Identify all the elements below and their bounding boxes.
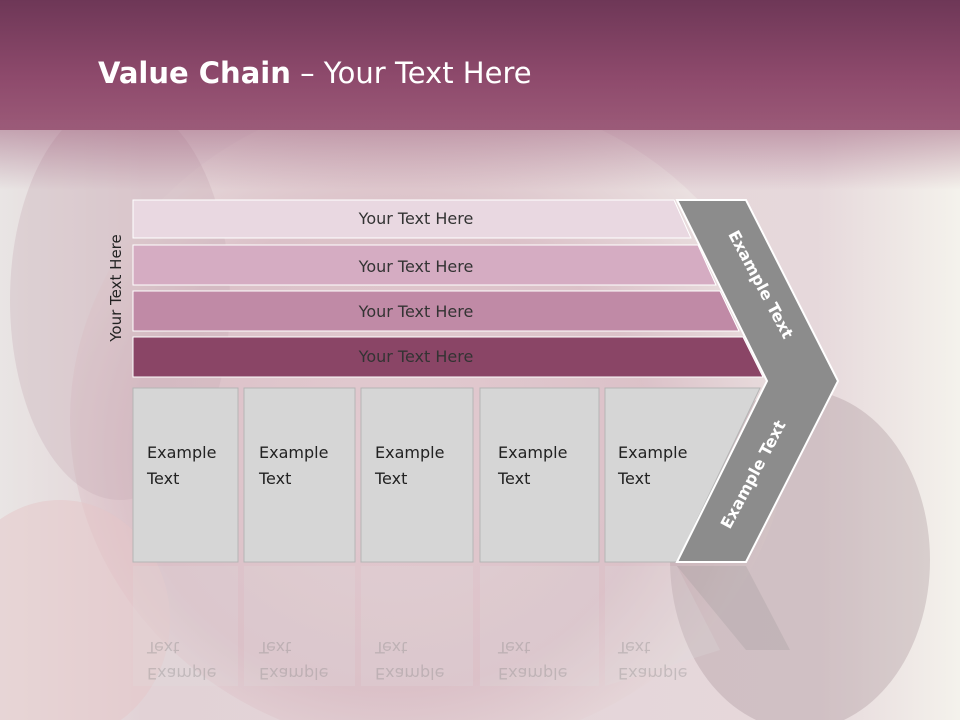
- slide-title: Value Chain – Your Text Here: [98, 56, 532, 90]
- box-4-text: Example Text: [498, 440, 567, 492]
- box-4-line1: Example: [498, 443, 568, 462]
- header-fade: [0, 120, 960, 190]
- band-2-label: Your Text Here: [358, 257, 474, 276]
- title-bold: Value Chain: [98, 56, 291, 90]
- box-5-reflection: Example Text: [618, 638, 688, 683]
- band-1: [132, 199, 692, 239]
- box-reflections: [133, 566, 720, 686]
- box-3: [360, 387, 474, 563]
- title-rest: – Your Text Here: [290, 56, 532, 90]
- box-2: [243, 387, 356, 563]
- chevron-reflection: [677, 566, 790, 650]
- box-2-line1: Example: [259, 443, 329, 462]
- band-2: [132, 244, 717, 286]
- band-1-label: Your Text Here: [358, 209, 474, 228]
- box-1-text: Example Text: [147, 440, 216, 492]
- chevron-shape: [675, 199, 840, 563]
- box-3-line1: Example: [375, 443, 445, 462]
- box-4: [479, 387, 600, 563]
- box-1-reflection: Example Text: [147, 638, 217, 683]
- band-4: [132, 336, 764, 378]
- box-1-line2: Text: [147, 469, 180, 488]
- box-5-line2: Text: [618, 469, 651, 488]
- box-2-line2: Text: [259, 469, 292, 488]
- box-2-text: Example Text: [259, 440, 328, 492]
- band-3-label: Your Text Here: [358, 302, 474, 321]
- box-1-line1: Example: [147, 443, 217, 462]
- box-3-line2: Text: [375, 469, 408, 488]
- support-bands: Your Text Here Your Text Here Your Text …: [132, 199, 764, 378]
- box-4-line2: Text: [498, 469, 531, 488]
- band-4-label: Your Text Here: [358, 347, 474, 366]
- box-4-reflection: Example Text: [498, 638, 568, 683]
- box-5-text: Example Text: [618, 440, 687, 492]
- box-5-line1: Example: [618, 443, 688, 462]
- box-3-text: Example Text: [375, 440, 444, 492]
- header-bar: [0, 0, 960, 130]
- box-3-reflection: Example Text: [375, 638, 445, 683]
- box-2-reflection: Example Text: [259, 638, 329, 683]
- box-1: [132, 387, 239, 563]
- primary-boxes: [132, 387, 761, 686]
- band-3: [132, 290, 740, 332]
